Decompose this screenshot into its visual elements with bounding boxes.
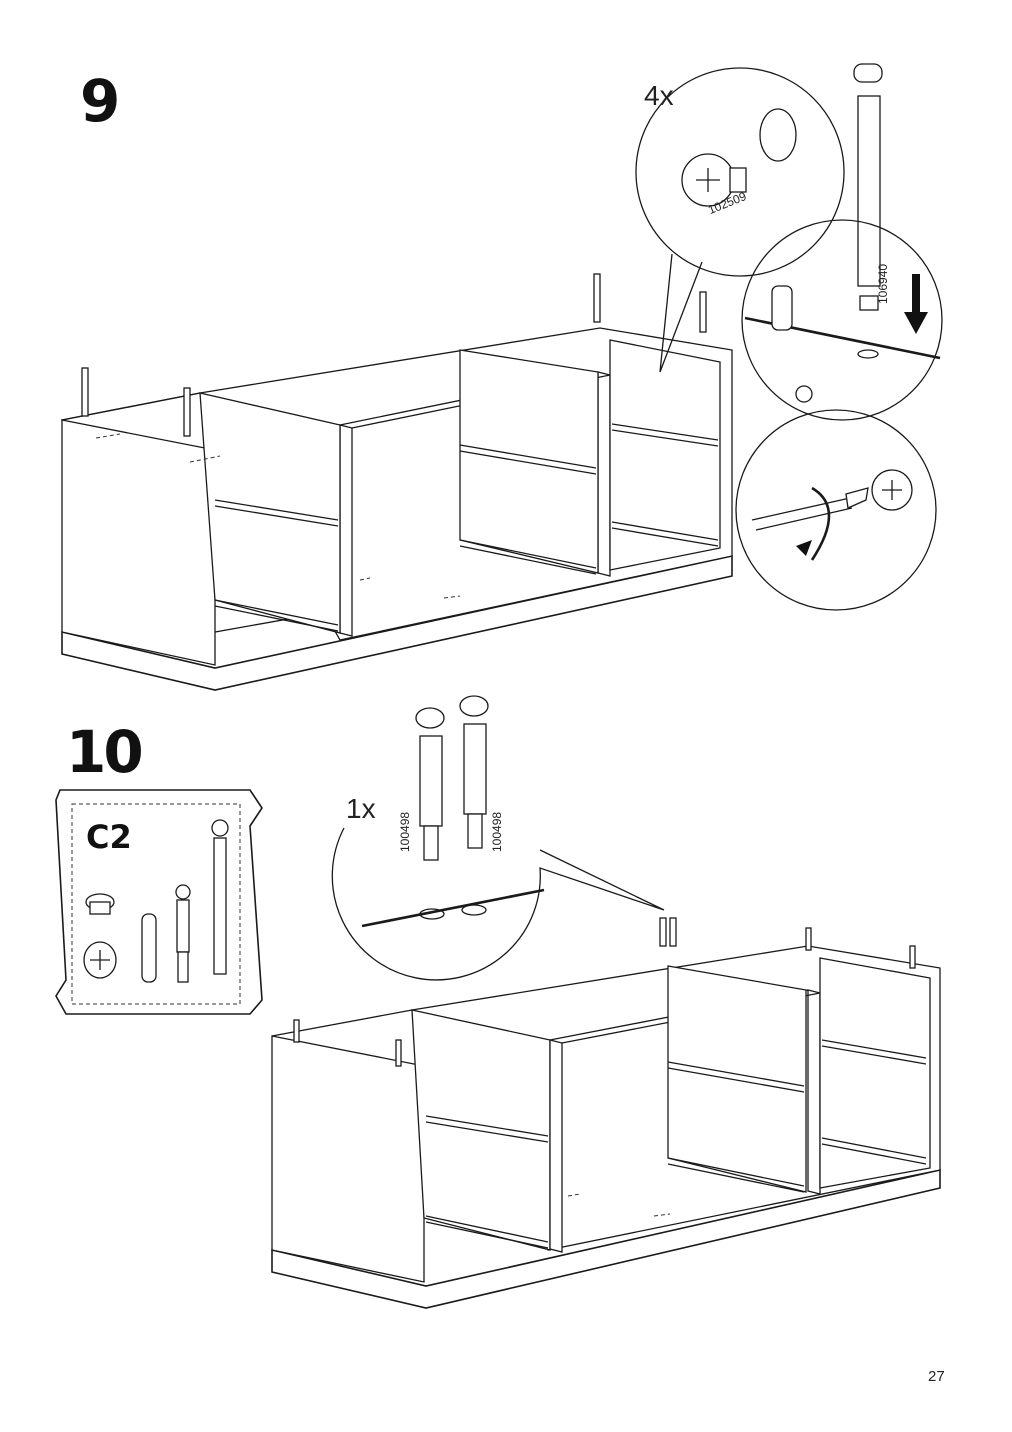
screwdriver-icon bbox=[845, 487, 869, 509]
cam-stud-icon bbox=[415, 707, 445, 861]
step9-dowel-standalone bbox=[853, 63, 883, 359]
step9-callout-camlock bbox=[635, 67, 845, 373]
part-code-dowel: 106940 bbox=[876, 263, 890, 304]
long-dowel-icon bbox=[211, 819, 229, 975]
wooden-dowel-icon bbox=[141, 913, 157, 983]
cam-stud-icon bbox=[459, 695, 489, 849]
page-number: 27 bbox=[928, 1368, 945, 1385]
fittings-bag-c2 bbox=[55, 789, 263, 1015]
part-code-stud-right: 100498 bbox=[490, 811, 504, 852]
cam-lock-icon bbox=[681, 153, 747, 207]
dowel-pin-icon bbox=[293, 917, 916, 1067]
step10-cabinet-frame bbox=[271, 917, 941, 1309]
cam-lock-icon bbox=[871, 469, 913, 511]
part-code-stud-left: 100498 bbox=[398, 811, 412, 852]
rotate-arrow-icon bbox=[796, 486, 831, 561]
dowel-pin-icon bbox=[81, 273, 707, 437]
step-10-number: 10 bbox=[66, 718, 144, 786]
down-arrow-icon bbox=[904, 274, 928, 334]
step-9-quantity: 4x bbox=[644, 80, 674, 111]
step-9-number: 9 bbox=[80, 67, 121, 135]
step9-callout-turn bbox=[735, 409, 937, 611]
cam-stud-icon bbox=[175, 884, 191, 983]
plastic-plug-icon bbox=[85, 893, 115, 915]
bag-label-c2: C2 bbox=[86, 818, 132, 856]
cam-fitting-icon bbox=[83, 941, 117, 979]
step9-callout-insert bbox=[741, 219, 943, 421]
step-10-quantity: 1x bbox=[346, 793, 376, 824]
step9-cabinet-frame bbox=[60, 273, 733, 691]
step10-callout-studs bbox=[331, 695, 665, 981]
